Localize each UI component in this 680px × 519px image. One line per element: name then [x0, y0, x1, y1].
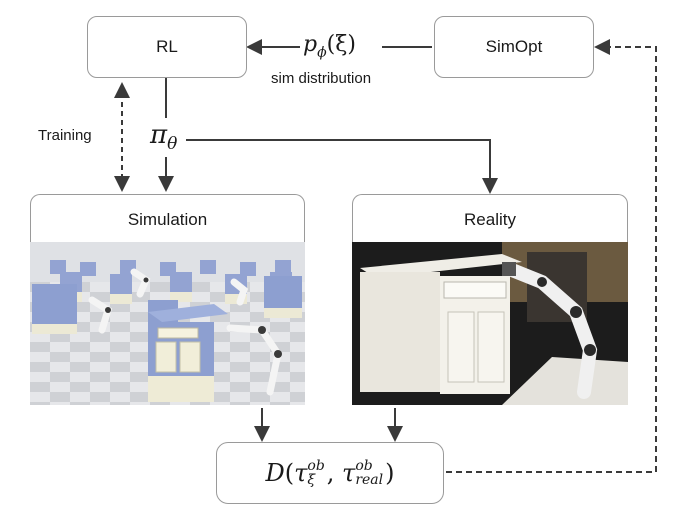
- reality-panel: Reality: [352, 194, 628, 244]
- arrow-discrepancy-to-simopt: [446, 39, 657, 473]
- discrepancy-comma: ,: [326, 459, 343, 487]
- training-label: Training: [38, 127, 92, 144]
- policy-formula: πθ: [150, 120, 177, 154]
- sim-distribution-label: sim distribution: [271, 70, 372, 87]
- simulation-panel: Simulation: [30, 194, 305, 244]
- tau-sim-sup: ob: [307, 458, 325, 474]
- sim-param-arg: (ξ): [326, 32, 356, 57]
- sim-param-formula: pϕ(ξ): [303, 32, 356, 60]
- reality-title: Reality: [464, 209, 516, 229]
- tau-real-sub: real: [355, 472, 384, 488]
- policy-sub: θ: [167, 134, 178, 155]
- reality-image: [352, 242, 628, 405]
- tau-real-sup: ob: [355, 458, 373, 474]
- tau-real: τ: [342, 459, 356, 487]
- discrepancy-close: ): [385, 459, 395, 487]
- arrow-policy-to-reality: [186, 139, 498, 194]
- tau-sim-sub: ξ: [307, 472, 316, 488]
- simopt-label: SimOpt: [485, 37, 543, 56]
- discrepancy-open: (: [284, 459, 295, 487]
- simopt-node: SimOpt: [434, 16, 594, 78]
- rl-label: RL: [156, 37, 178, 56]
- discrepancy-func: D: [265, 459, 285, 487]
- simulation-image: [30, 242, 305, 405]
- policy-symbol: π: [150, 120, 168, 150]
- rl-node: RL: [87, 16, 247, 78]
- simulation-title: Simulation: [127, 209, 208, 229]
- sim-param-sub: ϕ: [317, 44, 327, 61]
- sim-param-symbol: p: [303, 32, 318, 57]
- tau-sim: τ: [294, 459, 308, 487]
